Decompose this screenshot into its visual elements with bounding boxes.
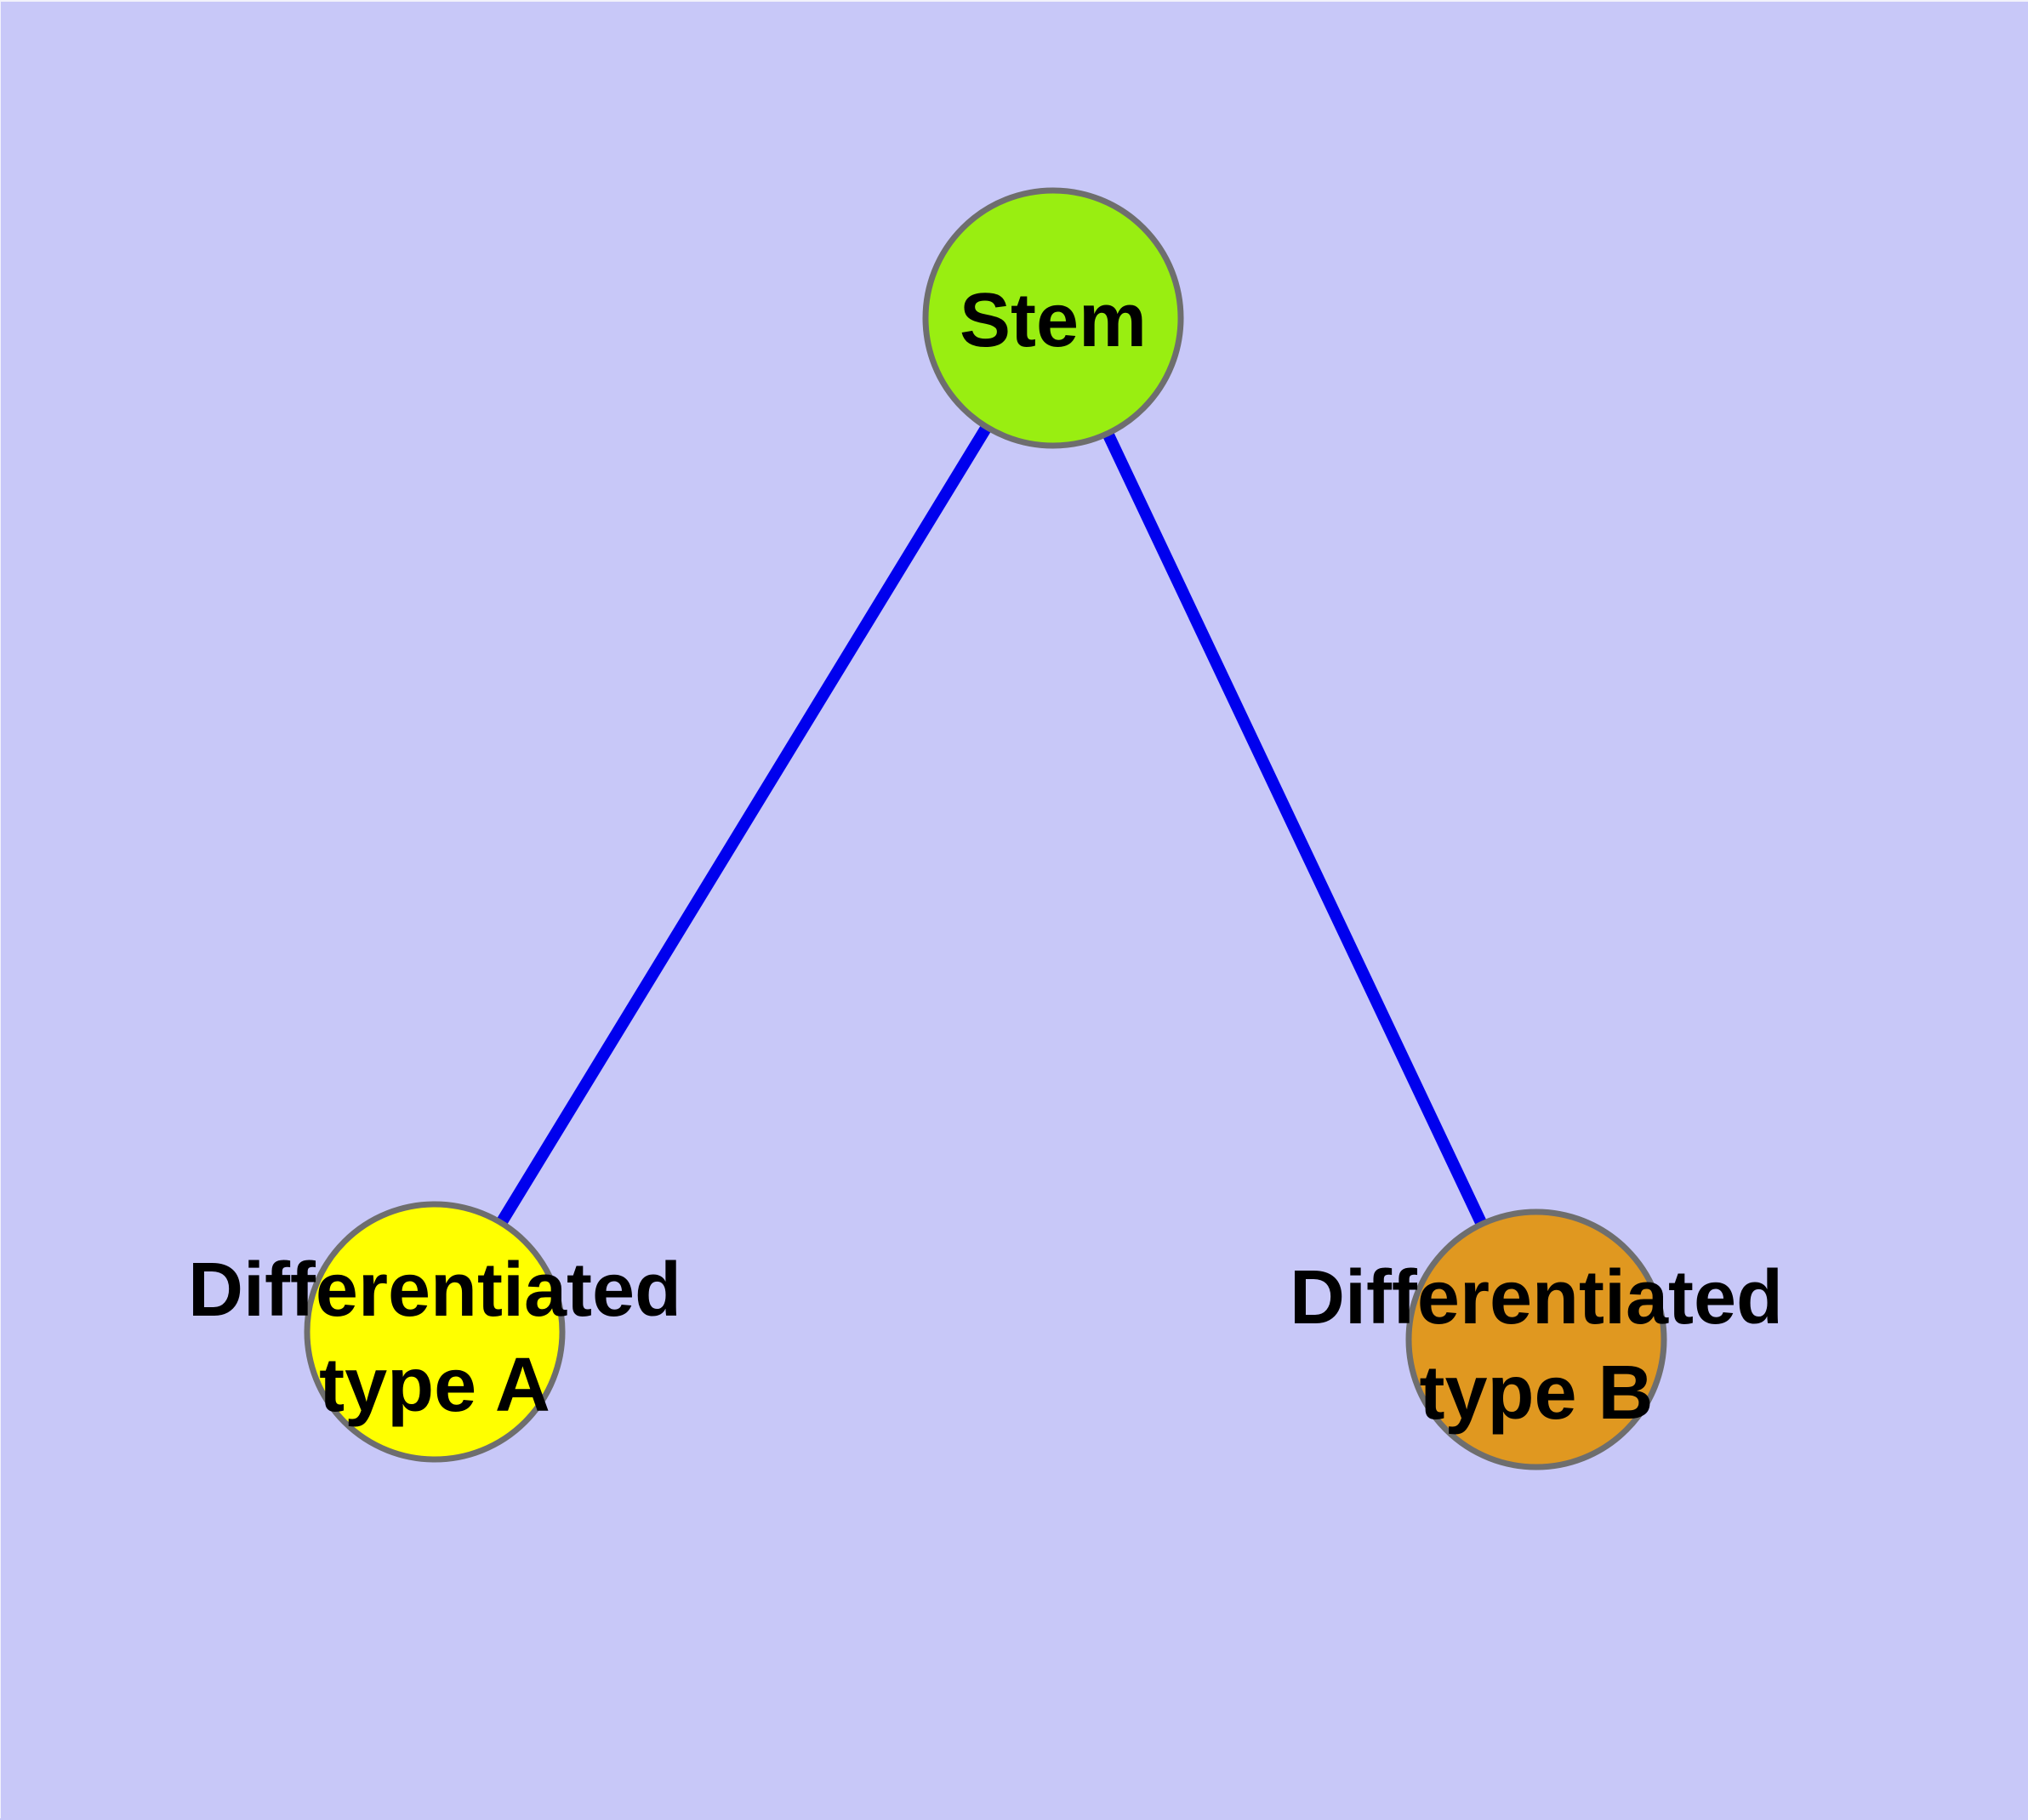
node-type-b-label-line1: Differentiated [1290, 1255, 1783, 1340]
edge-stem-to-type-b [1047, 316, 1542, 1342]
node-differentiated-type-a[interactable] [304, 1201, 566, 1463]
edge-stem-to-type-a [430, 315, 1058, 1335]
node-stem[interactable] [922, 187, 1184, 449]
node-type-a-label-line1: Differentiated [188, 1248, 681, 1333]
node-differentiated-type-b[interactable] [1405, 1209, 1667, 1470]
node-stem-label: Stem [960, 278, 1147, 363]
node-type-b-label-line2: type B [1419, 1351, 1653, 1436]
node-type-a-label-line2: type A [319, 1343, 550, 1428]
